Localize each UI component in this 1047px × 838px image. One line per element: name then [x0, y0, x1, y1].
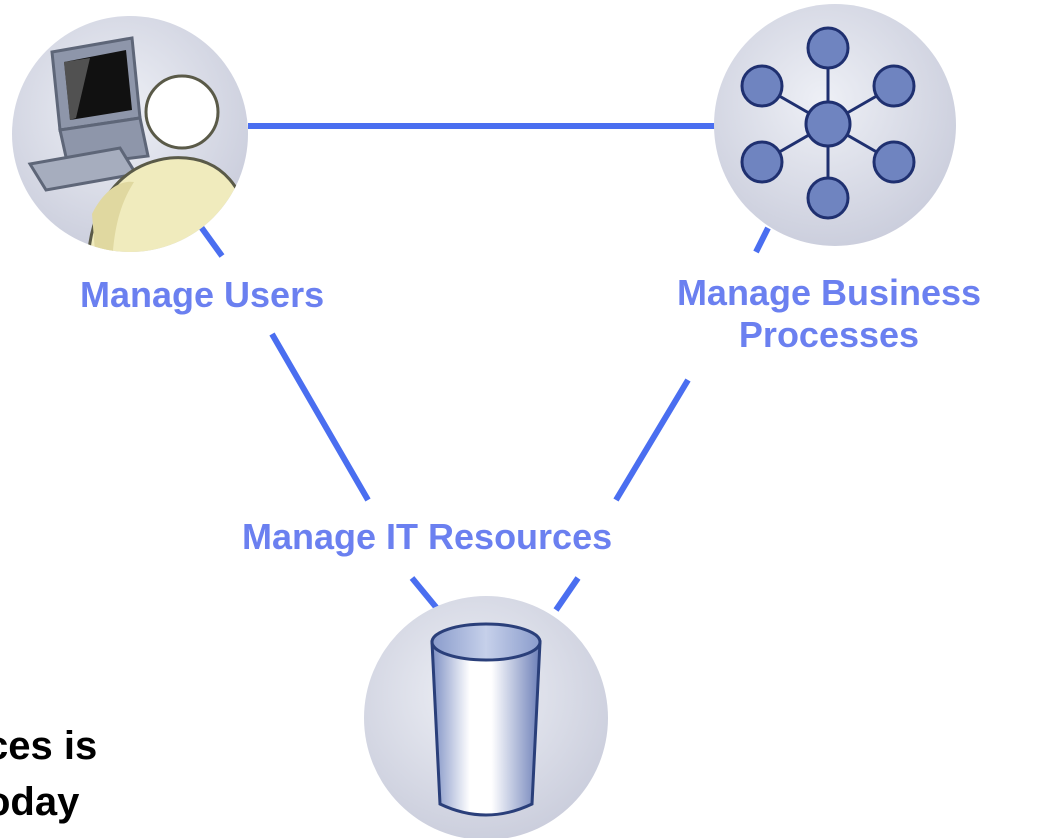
database-cylinder-icon [364, 596, 608, 838]
partial-caption-text: ces is oday [0, 718, 97, 830]
manage-business-processes-label-line2: Processes [738, 314, 920, 355]
caption-line-1: ces is [0, 724, 98, 768]
connector-business-to-label [753, 226, 771, 254]
network-hub-icon [714, 4, 956, 246]
connector-business-label-to-it [613, 378, 691, 502]
connector-it-label-to-db-left [409, 576, 443, 614]
manage-it-resources-label: Manage IT Resources [242, 516, 613, 557]
user-computer-icon [12, 16, 248, 252]
manage-business-processes-label-line1: Manage Business [676, 272, 982, 313]
connector-it-label-to-db-right [553, 576, 581, 612]
manage-business-processes-label: Manage Business Processes [622, 272, 1036, 356]
caption-line-2: oday [0, 780, 80, 824]
manage-users-label: Manage Users [80, 274, 325, 315]
connector-users-label-to-it [269, 332, 371, 502]
